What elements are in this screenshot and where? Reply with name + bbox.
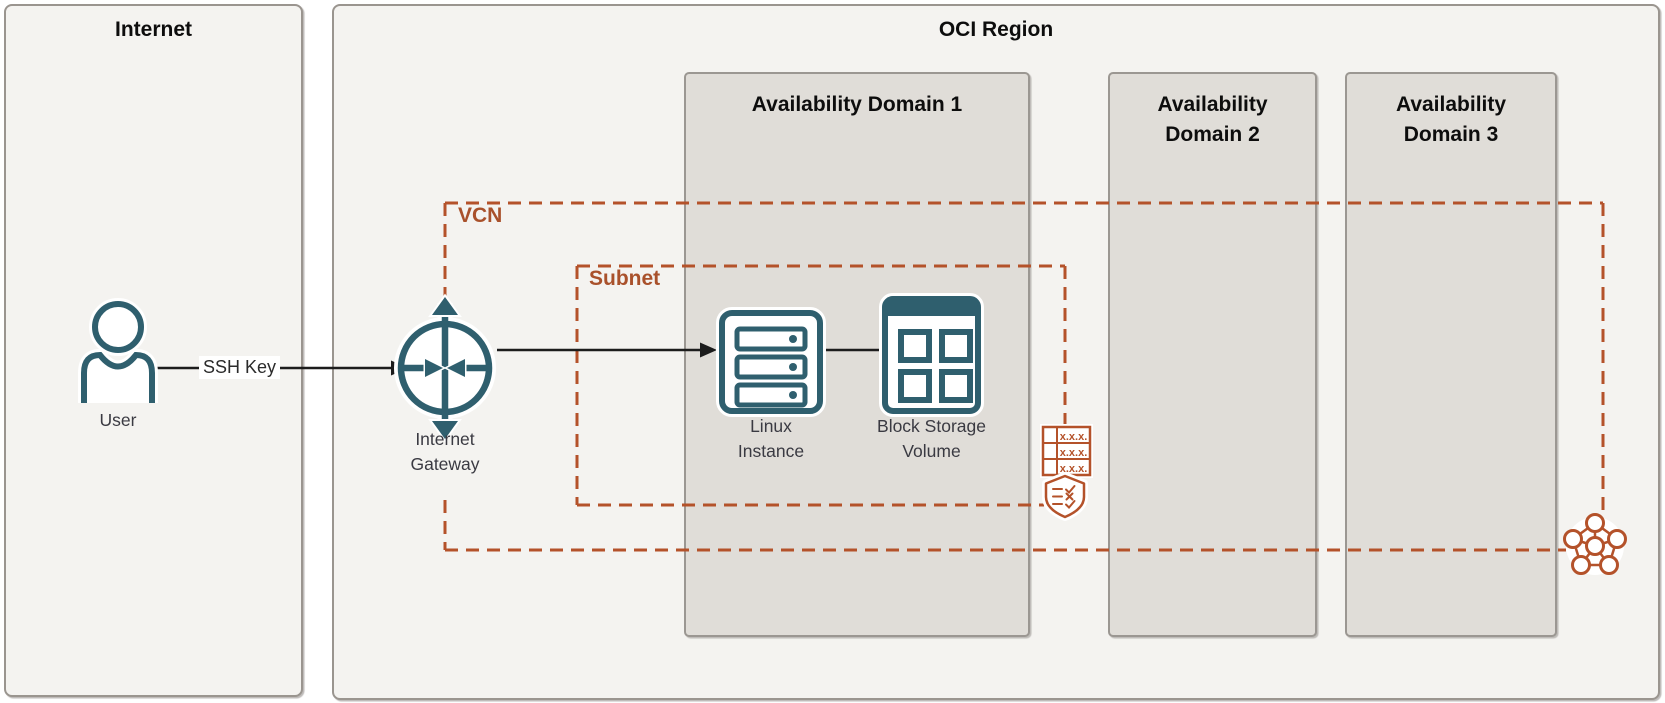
route-table-icon: x.x.x. x.x.x. x.x.x. — [1040, 424, 1093, 478]
block-storage-volume-icon — [879, 293, 984, 417]
vcn-boundary — [443, 201, 1605, 552]
linux-instance-icon — [716, 307, 826, 417]
internet-gateway-icon — [394, 293, 496, 443]
route-rule-2: x.x.x. — [1060, 447, 1088, 459]
vcn-icon — [1563, 513, 1627, 575]
security-list-icon — [1042, 472, 1088, 521]
availability-domain-3: Availability Domain 3 — [1345, 72, 1557, 637]
internet-zone-title: Internet — [114, 18, 192, 41]
vcn-label: VCN — [458, 204, 503, 227]
route-rule-3: x.x.x. — [1060, 463, 1088, 475]
gateway-to-instance-arrowhead — [700, 342, 717, 358]
oci-region-title: OCI Region — [938, 18, 1054, 41]
ssh-key-label: SSH Key — [199, 356, 281, 379]
user-label: User — [99, 410, 137, 430]
availability-domain-2-title: Availability Domain 2 — [1157, 93, 1268, 146]
subnet-label: Subnet — [589, 267, 661, 290]
internet-zone: Internet — [4, 4, 303, 697]
subnet-boundary — [575, 264, 1067, 507]
availability-domain-2: Availability Domain 2 — [1108, 72, 1317, 637]
block-storage-volume-label: Block Storage Volume — [877, 416, 986, 461]
user-icon — [78, 298, 158, 403]
linux-instance-label: Linux Instance — [737, 416, 805, 461]
internet-gateway-label: Internet Gateway — [410, 429, 480, 474]
route-rule-1: x.x.x. — [1060, 431, 1088, 443]
availability-domain-1-title: Availability Domain 1 — [751, 93, 963, 116]
availability-domain-3-title: Availability Domain 3 — [1395, 93, 1507, 146]
